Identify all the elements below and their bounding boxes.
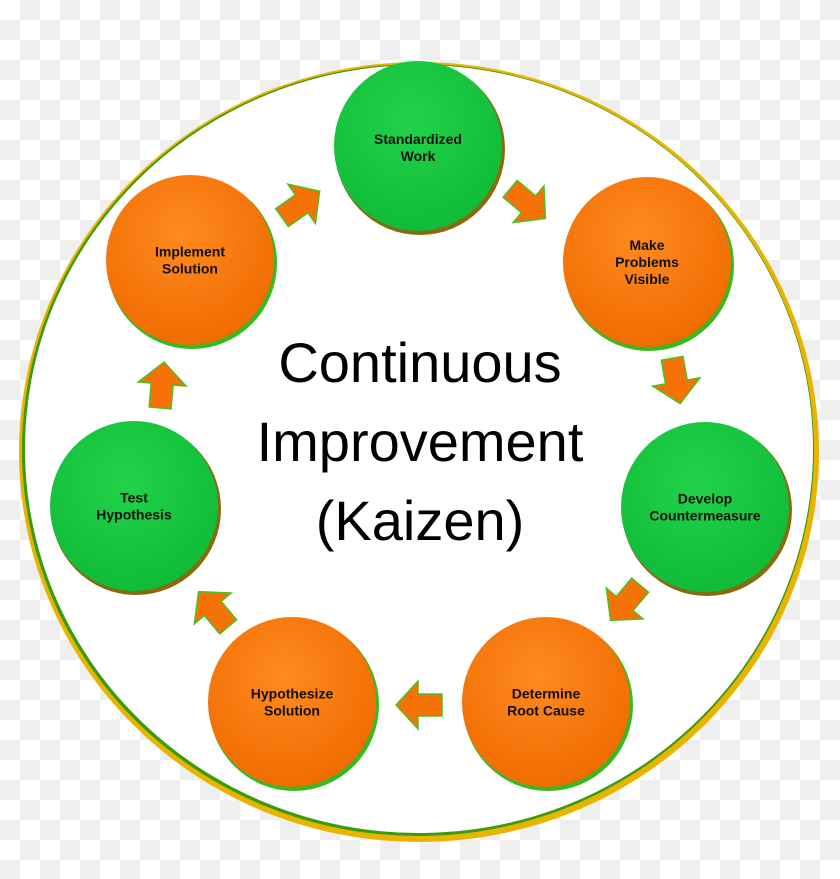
- node-circle: [563, 177, 731, 347]
- node-label-line: Countermeasure: [649, 508, 760, 524]
- node-circle: [208, 617, 376, 787]
- cycle-arrow-icon: [193, 590, 238, 635]
- node-label-line: Develop: [678, 491, 732, 507]
- cycle-arrow-icon: [394, 679, 443, 731]
- cycle-arrow-icon: [502, 179, 547, 224]
- node-label-line: Make: [629, 237, 664, 253]
- node-label-line: Implement: [155, 244, 225, 260]
- node-label-line: Root Cause: [507, 703, 585, 719]
- node-label-line: Hypothesis: [96, 507, 172, 523]
- node-label-line: Work: [401, 148, 436, 164]
- cycle-arrow-icon: [274, 183, 321, 228]
- node-label-line: Standardized: [374, 131, 462, 147]
- node-circle: [50, 421, 218, 591]
- node-label-line: Problems: [615, 254, 679, 270]
- node-circle: [621, 422, 789, 592]
- cycle-arrow-icon: [605, 577, 650, 622]
- node-label-line: Visible: [625, 271, 670, 287]
- cycle-arrow-icon: [136, 361, 188, 410]
- node-label-line: Test: [120, 490, 148, 506]
- node-circle: [462, 617, 630, 787]
- title-line-1: Continuous: [278, 331, 561, 394]
- node-circle: [334, 61, 502, 231]
- title-line-3: (Kaizen): [316, 489, 525, 552]
- node-label-line: Solution: [162, 261, 218, 277]
- title-line-2: Improvement: [257, 410, 584, 473]
- node-circle: [106, 175, 274, 345]
- cycle-arrow-icon: [650, 355, 702, 405]
- node-label-line: Hypothesize: [251, 686, 334, 702]
- node-label-line: Determine: [512, 686, 581, 702]
- node-label-line: Solution: [264, 703, 320, 719]
